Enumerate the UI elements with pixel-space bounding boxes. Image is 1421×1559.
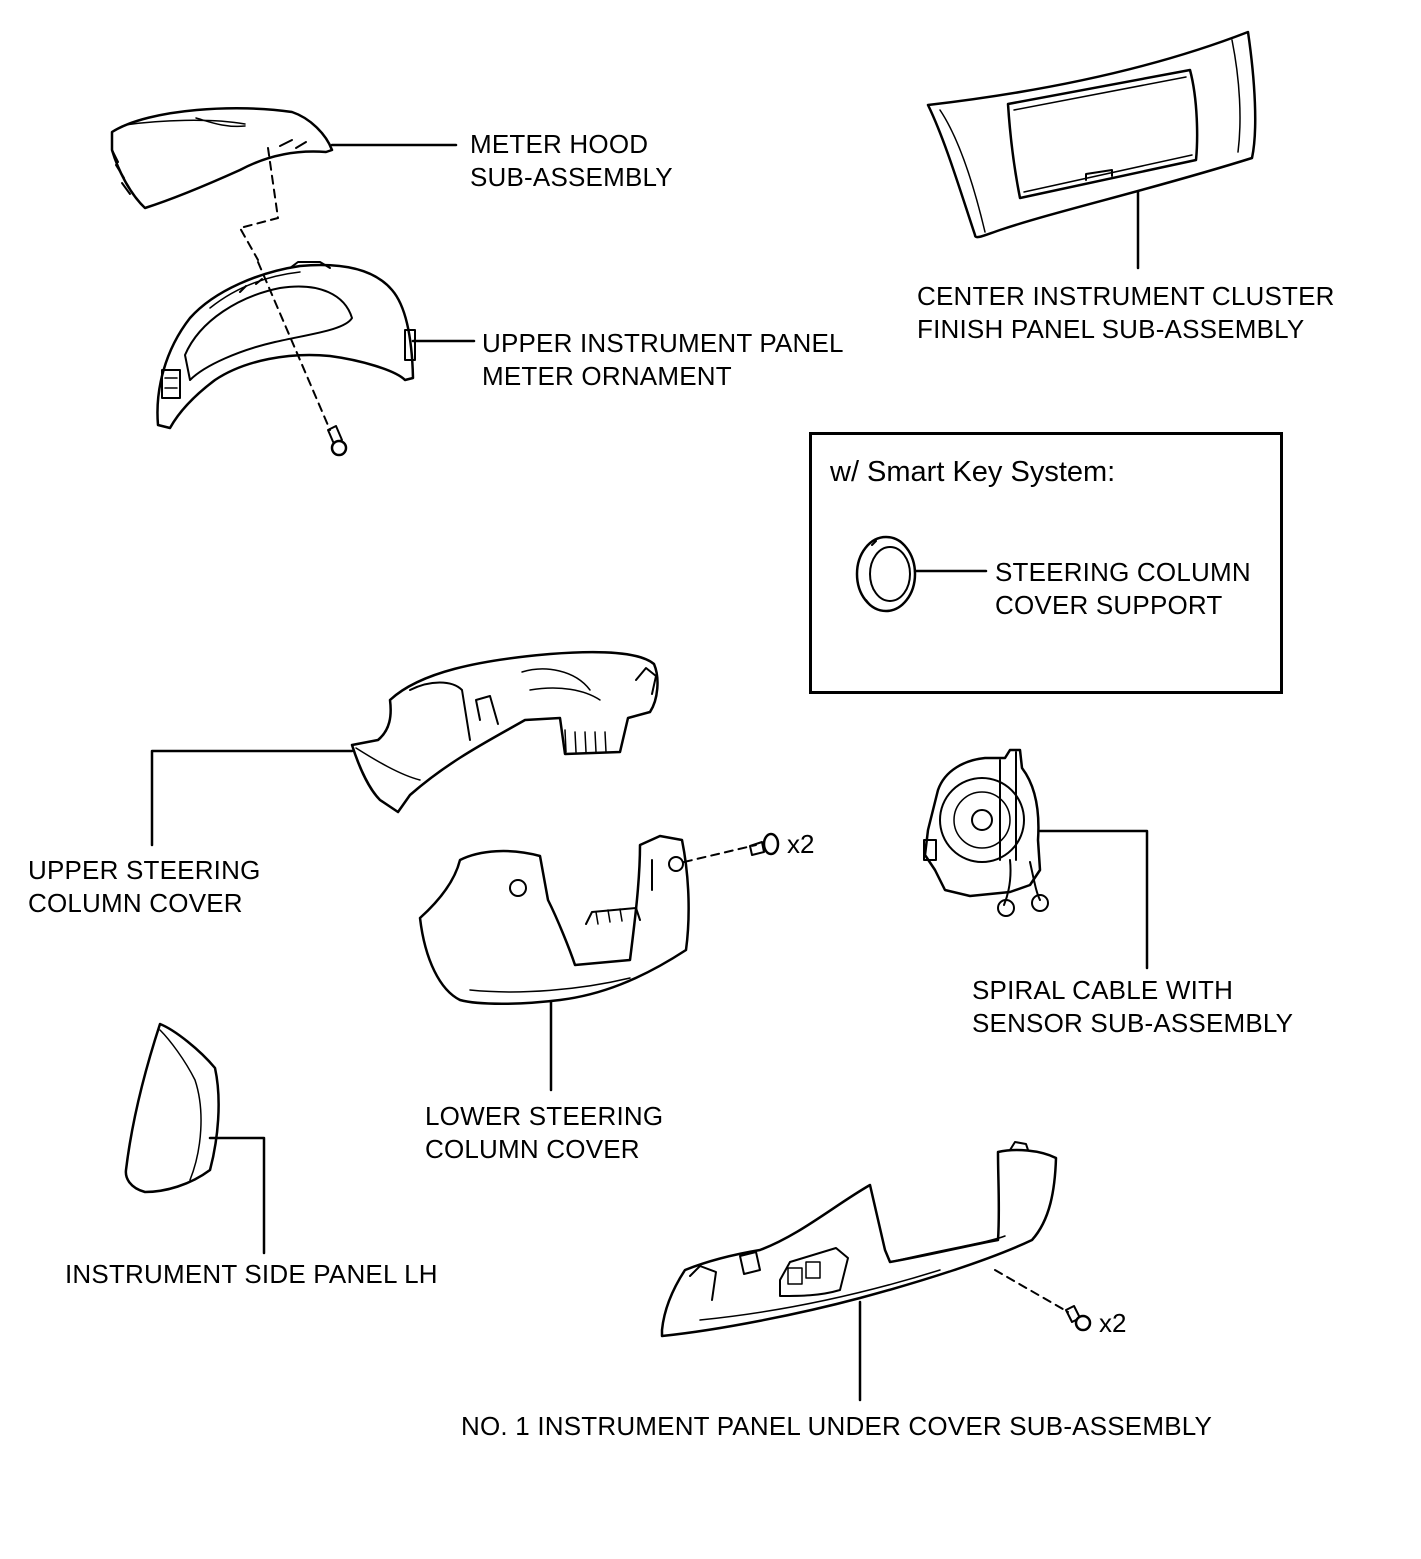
side-panel-part xyxy=(124,1022,220,1194)
upper-cover-label: UPPER STEERING COLUMN COVER xyxy=(28,855,261,918)
upper-cover-leader xyxy=(150,749,354,847)
side-panel-label: INSTRUMENT SIDE PANEL LH xyxy=(65,1259,438,1289)
lower-cover-dashed-line xyxy=(683,844,757,863)
upper-column-cover-part xyxy=(350,650,659,814)
cover-support-label: STEERING COLUMN COVER SUPPORT xyxy=(995,557,1251,620)
meter-hood-dashed-line xyxy=(239,147,279,261)
screw-icon xyxy=(327,425,348,457)
center-cluster-panel-part xyxy=(926,30,1257,239)
cover-support-part xyxy=(855,535,917,613)
under-cover-screw-qty: x2 xyxy=(1099,1308,1127,1338)
meter-ornament-part xyxy=(156,261,416,430)
under-cover-part xyxy=(660,1141,1058,1338)
ornament-dashed-line xyxy=(257,261,331,431)
screw-icon xyxy=(1065,1305,1092,1332)
center-panel-label: CENTER INSTRUMENT CLUSTER FINISH PANEL S… xyxy=(917,281,1335,344)
spiral-cable-part xyxy=(923,748,1049,917)
meter-ornament-label: UPPER INSTRUMENT PANEL METER ORNAMENT xyxy=(482,328,844,391)
side-panel-leader xyxy=(208,1136,266,1255)
spiral-cable-label: SPIRAL CABLE WITH SENSOR SUB-ASSEMBLY xyxy=(972,975,1294,1038)
meter-hood-part xyxy=(110,107,334,210)
screw-icon xyxy=(749,832,780,856)
spiral-cable-leader xyxy=(1038,829,1149,970)
smart-key-system-box: w/ Smart Key System: xyxy=(809,432,1283,694)
lower-cover-screw-qty: x2 xyxy=(787,829,815,859)
under-cover-label: NO. 1 INSTRUMENT PANEL UNDER COVER SUB-A… xyxy=(461,1411,1213,1441)
meter-hood-label: METER HOOD SUB-ASSEMBLY xyxy=(470,129,673,192)
lower-cover-label: LOWER STEERING COLUMN COVER xyxy=(425,1101,664,1164)
lower-column-cover-part xyxy=(418,834,690,1005)
smart-key-box-title: w/ Smart Key System: xyxy=(830,456,1116,488)
under-cover-dashed-line xyxy=(994,1269,1069,1313)
